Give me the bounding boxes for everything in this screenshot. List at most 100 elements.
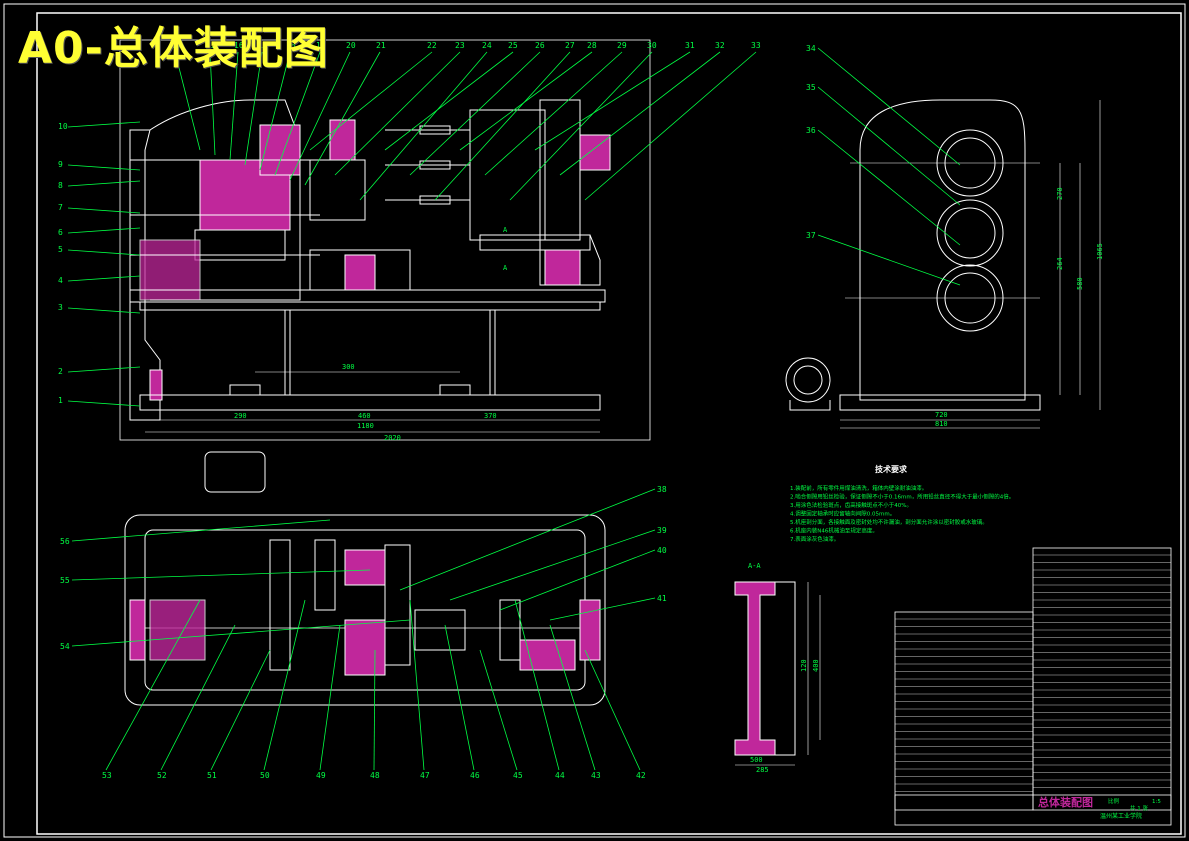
leader-line [319, 624, 341, 771]
front-view [119, 39, 651, 441]
dim-290: 290 [234, 412, 247, 420]
callout-label: 36 [806, 126, 816, 135]
callout-label: 56 [60, 537, 70, 546]
leader-line [105, 599, 201, 771]
callout-label: 51 [207, 771, 217, 780]
callout-label: 18 [286, 41, 296, 50]
tech-line: 2.啮合侧隙用铅丝检验，保证侧隙不小于0.16mm，所用铅丝直径不得大于最小侧隙… [790, 493, 1014, 501]
drawing-title: A0-总体装配图 [18, 23, 329, 74]
tech-requirements: 技术要求 1.装配前，所有零件用煤油清洗，箱体内壁涂耐油油漆。2.啮合侧隙用铅丝… [790, 464, 1014, 543]
callout-label: 38 [657, 485, 667, 494]
tech-line: 3.用涂色法检验斑点，齿高接触斑点不小于40%。 [790, 501, 912, 509]
leader-line [210, 649, 271, 771]
section-mark-top: A [503, 226, 508, 234]
section-dim-120: 120 [800, 659, 808, 672]
leader-line [817, 129, 961, 246]
leader-line [559, 51, 721, 176]
callout-label: 20 [346, 41, 356, 50]
leader-line [67, 400, 141, 407]
leader-line [449, 529, 656, 601]
leader-line [67, 366, 141, 373]
leader-line [584, 51, 757, 201]
leader-line [434, 51, 571, 201]
callout-label: 54 [60, 642, 70, 651]
outer-frame [3, 3, 1186, 838]
callout-label: 55 [60, 576, 70, 585]
leader-line [67, 207, 141, 214]
callout-label: 37 [806, 231, 816, 240]
leader-line [509, 51, 653, 201]
callout-label: 29 [617, 41, 627, 50]
section-dim-400: 400 [812, 659, 820, 672]
callout-label: 21 [376, 41, 386, 50]
callout-label: 23 [455, 41, 465, 50]
callout-label: 46 [470, 771, 480, 780]
dim-2020: 2020 [384, 434, 401, 442]
leader-line [274, 51, 321, 176]
callout-label: 40 [657, 546, 667, 555]
callout-label: 9 [58, 160, 63, 169]
leader-line [334, 51, 461, 176]
callout-label: 5 [58, 245, 63, 254]
callout-label: 19 [316, 41, 326, 50]
leader-line [304, 51, 381, 186]
callout-label: 16 [234, 41, 244, 50]
sheet-count: 共 1 张 [1130, 804, 1148, 812]
leader-line [499, 549, 656, 611]
dim-580: 580 [1076, 277, 1084, 290]
callout-label: 50 [260, 771, 270, 780]
tech-line: 5.机座剖分面，各接触面及密封处均不许漏油，剖分面允许涂以密封胶或水玻璃。 [790, 518, 988, 526]
dim-810: 810 [935, 420, 948, 428]
callout-label: 27 [565, 41, 575, 50]
leader-line [209, 51, 216, 156]
dim-264: 264 [1056, 257, 1064, 270]
section-label: A-A [748, 562, 761, 570]
leader-line [817, 234, 961, 286]
section-dim-285: 285 [756, 766, 769, 774]
leader-line [67, 164, 141, 171]
callout-label: 32 [715, 41, 725, 50]
leader-line [160, 624, 236, 771]
callout-label: 14 [171, 41, 181, 50]
callout-label: 52 [157, 771, 167, 780]
school-name: 温州某工业学院 [1100, 812, 1142, 820]
callout-label: 47 [420, 771, 430, 780]
callout-label: 28 [587, 41, 597, 50]
tech-line: 1.装配前，所有零件用煤油清洗，箱体内壁涂耐油油漆。 [790, 484, 927, 492]
leader-line [373, 649, 376, 771]
leader-line [817, 86, 961, 206]
leader-line [67, 121, 141, 128]
dim-1180: 1180 [357, 422, 374, 430]
dim-1065: 1065 [1096, 243, 1104, 260]
callout-label: 53 [102, 771, 112, 780]
tech-title: 技术要求 [875, 464, 908, 474]
side-view [785, 99, 1101, 429]
callout-label: 3 [58, 303, 63, 312]
leader-line [384, 51, 514, 151]
leader-line [67, 249, 141, 256]
drawing-name: 总体装配图 [1038, 795, 1093, 809]
callout-label: 4 [58, 276, 63, 285]
leader-line [67, 275, 141, 282]
tech-line: 7.表面涂灰色油漆。 [790, 535, 839, 543]
tech-line: 6.机座内装N46机械油至规定高度。 [790, 527, 878, 535]
leader-line [359, 51, 488, 201]
dim-300: 300 [342, 363, 355, 371]
callout-label: 17 [258, 41, 268, 50]
leader-line [309, 51, 433, 151]
dim-270: 270 [1056, 187, 1064, 200]
callout-label: 24 [482, 41, 492, 50]
leader-line [549, 597, 656, 621]
leader-line [259, 51, 291, 171]
leader-line [409, 51, 541, 176]
callout-label: 26 [535, 41, 545, 50]
leader-line [484, 51, 623, 176]
leader-line [409, 599, 425, 771]
callout-label: 7 [58, 203, 63, 212]
section-mark-bottom: A [503, 264, 508, 272]
callout-label: 8 [58, 181, 63, 190]
scale-label: 比例 [1108, 797, 1120, 805]
section-dim-500: 500 [750, 756, 763, 764]
leader-line [817, 47, 961, 166]
